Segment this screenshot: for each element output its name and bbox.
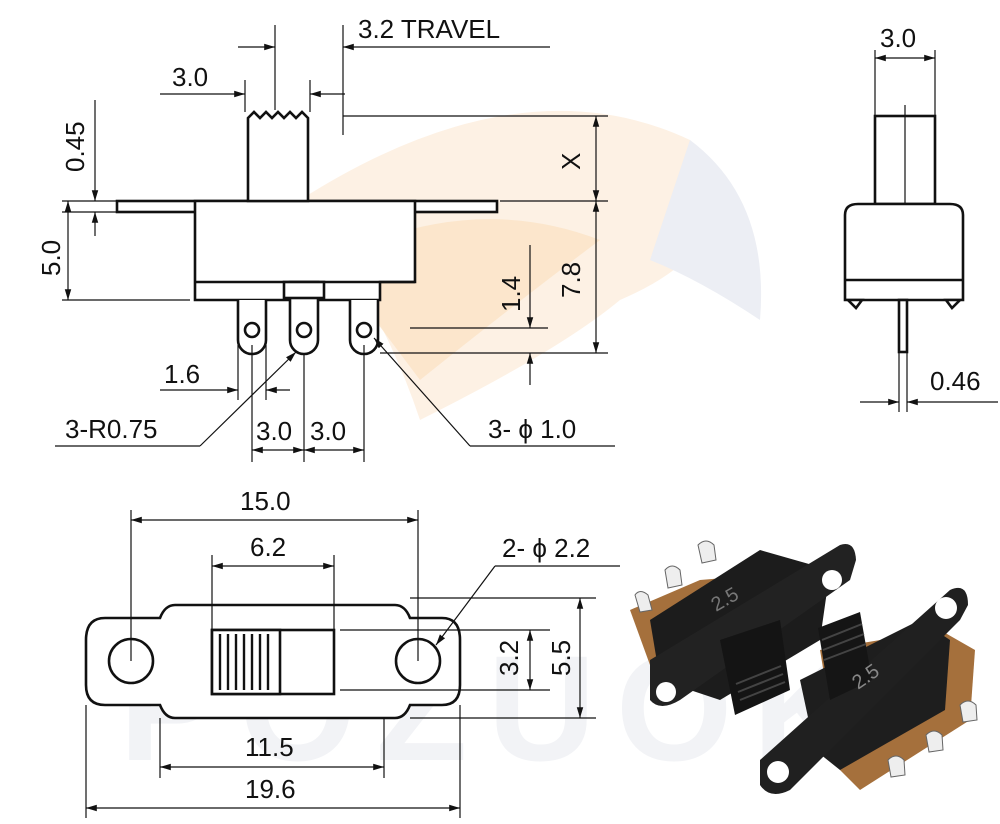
dim-body-length: 11.5 xyxy=(245,732,294,762)
dim-body-height: 5.0 xyxy=(36,240,66,276)
dim-total-height: 7.8 xyxy=(556,262,586,298)
dim-pitch-1: 3.0 xyxy=(256,416,292,446)
top-view: 3.2 TRAVEL 3.0 0.45 5.0 X 7.8 1.4 xyxy=(36,14,615,462)
dim-mount-holes: 2- ϕ 2.2 xyxy=(502,533,590,563)
dim-slot-length: 6.2 xyxy=(250,532,286,562)
side-view: 3.0 0.46 xyxy=(843,23,998,412)
slider-knob xyxy=(210,628,282,696)
side-body xyxy=(843,202,965,302)
dim-offset: 0.45 xyxy=(60,121,90,172)
dim-hole: 3- ϕ 1.0 xyxy=(488,414,576,444)
bottom-view: 15.0 6.2 2- ϕ 2.2 3.2 5.5 11.5 19.6 xyxy=(84,486,620,818)
dim-total-length: 19.6 xyxy=(245,774,296,804)
dim-pitch-2: 3.0 xyxy=(310,416,346,446)
dim-pin-height: 1.4 xyxy=(496,276,526,312)
knob-ridges xyxy=(218,634,270,690)
actuator xyxy=(246,110,310,203)
switch-photo-2: 2.5 xyxy=(760,587,978,794)
dim-radius: 3-R0.75 xyxy=(65,414,158,444)
dim-side-width: 3.0 xyxy=(880,23,916,53)
side-pin xyxy=(897,298,909,354)
product-photo: 2.5 2.5 xyxy=(630,540,978,794)
dim-slot-height: 3.2 xyxy=(494,640,524,676)
dim-travel: 3.2 TRAVEL xyxy=(358,14,500,44)
dim-body-height-bottom: 5.5 xyxy=(546,640,576,676)
dim-pin-thickness: 0.46 xyxy=(930,366,981,396)
dim-mount-spacing: 15.0 xyxy=(240,486,291,516)
dim-x: X xyxy=(556,153,586,170)
switch-photo-1: 2.5 xyxy=(630,540,856,715)
dim-pin-width: 1.6 xyxy=(164,359,200,389)
pins xyxy=(236,280,380,356)
dim-actuator-width: 3.0 xyxy=(172,62,208,92)
